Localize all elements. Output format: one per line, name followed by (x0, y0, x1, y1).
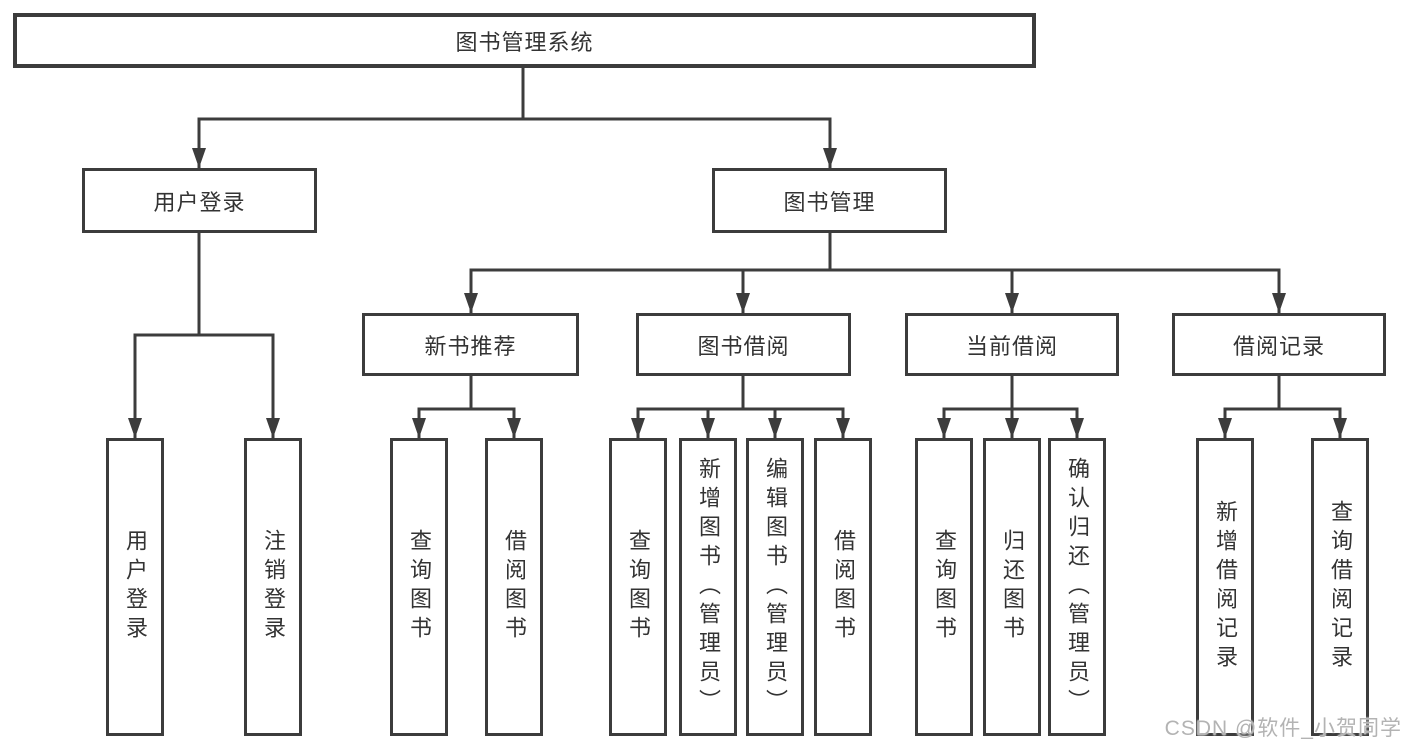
leaf-borrow-books-borrowing: 借阅图书 (814, 438, 872, 736)
node-label: 借阅图书 (502, 529, 527, 645)
leaf-query-borrowing-record: 查询借阅记录 (1311, 438, 1369, 736)
node-label: 查询图书 (932, 529, 957, 645)
leaf-add-books-admin: 新增图书（管理员） (679, 438, 737, 736)
node-label: 注销登录 (261, 529, 286, 645)
leaf-query-books-recommendation: 查询图书 (390, 438, 448, 736)
leaf-edit-books-admin: 编辑图书（管理员） (746, 438, 804, 736)
node-label: 当前借阅 (965, 333, 1058, 359)
node-book-management: 图书管理 (712, 168, 947, 233)
node-label: 新增借阅记录 (1213, 500, 1238, 674)
leaf-return-books: 归还图书 (983, 438, 1041, 736)
node-user-login: 用户登录 (82, 168, 317, 233)
node-label: 编辑图书（管理员） (763, 456, 788, 718)
leaf-query-books-borrowing: 查询图书 (609, 438, 667, 736)
leaf-confirm-return-admin: 确认归还（管理员） (1048, 438, 1106, 736)
leaf-add-borrowing-record: 新增借阅记录 (1196, 438, 1254, 736)
node-label: 借阅记录 (1232, 333, 1325, 359)
node-label: 确认归还（管理员） (1065, 456, 1090, 718)
node-label: 归还图书 (1000, 529, 1025, 645)
node-label: 新书推荐 (424, 333, 517, 359)
node-label: 用户登录 (153, 189, 246, 215)
leaf-query-books-current: 查询图书 (915, 438, 973, 736)
node-label: 图书借阅 (697, 333, 790, 359)
node-label: 新增图书（管理员） (696, 456, 721, 718)
node-borrowing-records: 借阅记录 (1172, 313, 1386, 376)
node-new-book-recommendation: 新书推荐 (362, 313, 579, 376)
leaf-user-login: 用户登录 (106, 438, 164, 736)
csdn-watermark: CSDN @软件_小贺同学 (1164, 717, 1402, 740)
node-label: 图书管理系统 (455, 29, 594, 55)
node-label: 查询图书 (626, 529, 651, 645)
node-book-borrowing: 图书借阅 (636, 313, 851, 376)
node-label: 借阅图书 (831, 529, 856, 645)
node-label: 图书管理 (783, 189, 876, 215)
leaf-borrow-books-recommendation: 借阅图书 (485, 438, 543, 736)
node-label: 查询图书 (407, 529, 432, 645)
leaf-logout: 注销登录 (244, 438, 302, 736)
node-label: 查询借阅记录 (1328, 500, 1353, 674)
node-label: 用户登录 (123, 529, 148, 645)
node-current-borrowing: 当前借阅 (905, 313, 1119, 376)
node-library-management-system: 图书管理系统 (13, 13, 1036, 68)
